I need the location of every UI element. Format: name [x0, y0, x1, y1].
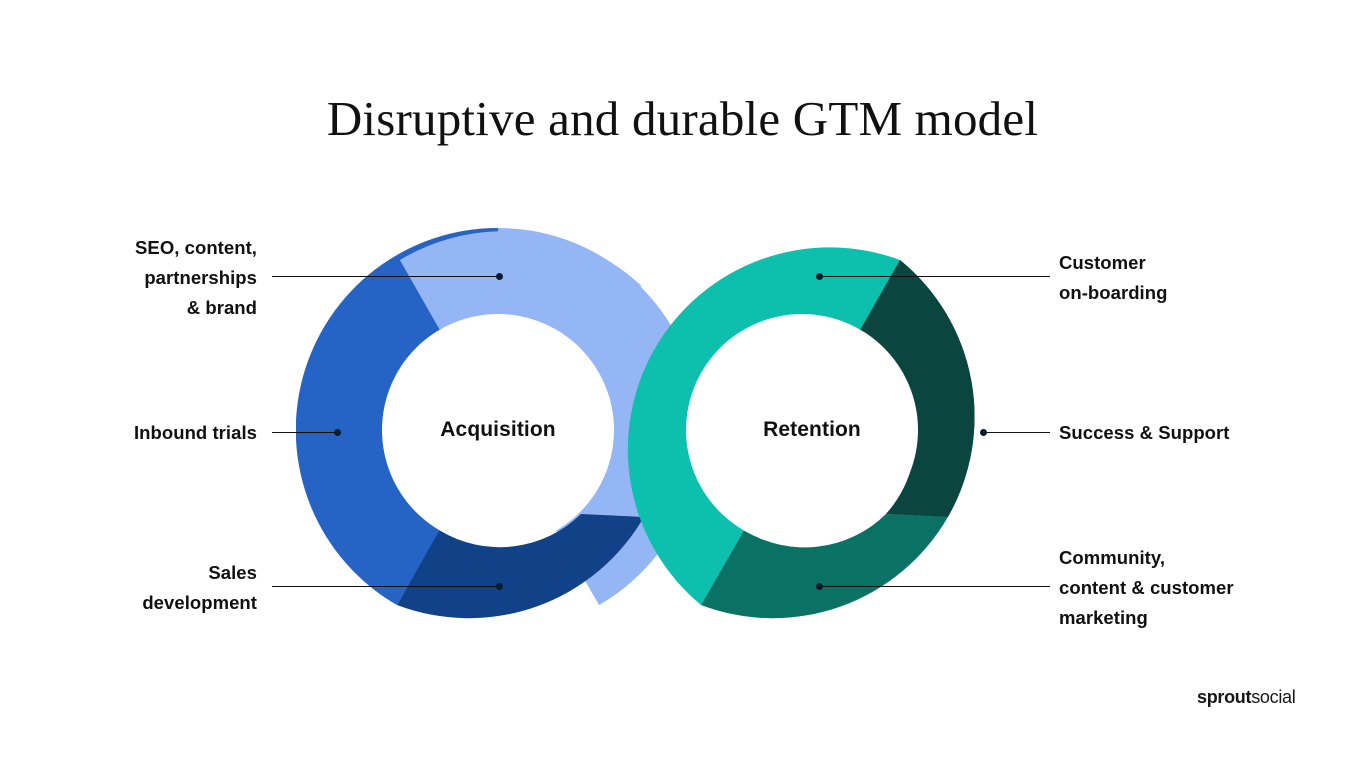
- donut-rings-svg: [296, 228, 975, 619]
- callout-line: marketing: [1059, 607, 1148, 629]
- leader-dot-success: [980, 429, 987, 436]
- callout-inbound-trials[interactable]: Inbound trials: [134, 418, 257, 448]
- ring-label-acquisition: Acquisition: [440, 418, 556, 441]
- callout-success-and-support[interactable]: Success & Support: [1059, 418, 1229, 448]
- leader-line-sales: [272, 586, 500, 587]
- callout-line: on-boarding: [1059, 282, 1168, 304]
- leader-dot-inbound: [334, 429, 341, 436]
- leader-line-inbound: [272, 432, 339, 433]
- ring-retention: [627, 247, 975, 619]
- ring-acquisition: [296, 228, 701, 619]
- callout-line: development: [142, 592, 257, 614]
- callout-line: Customer: [1059, 252, 1146, 273]
- callout-sales-development[interactable]: Sales development: [142, 558, 257, 618]
- leader-line-success: [984, 432, 1050, 433]
- page-title: Disruptive and durable GTM model: [326, 91, 1039, 146]
- callout-line: SEO, content,: [135, 237, 257, 258]
- segment-community-content[interactable]: [701, 514, 948, 619]
- callout-line: partnerships: [144, 267, 257, 289]
- callout-community-content-customer-marketing[interactable]: Community, content & customer marketing: [1059, 543, 1234, 633]
- callout-line: Inbound trials: [133, 422, 257, 443]
- segment-customer-onboarding[interactable]: [627, 247, 900, 605]
- callout-line: content & customer: [1059, 577, 1234, 599]
- logo-word-social: social: [1251, 687, 1296, 707]
- leader-dot-seo: [496, 273, 503, 280]
- leader-dot-sales: [496, 583, 503, 590]
- callout-line: Success & Support: [1059, 422, 1230, 443]
- callout-line: Community,: [1059, 547, 1166, 568]
- leader-line-onboarding: [820, 276, 1050, 277]
- callout-seo-content-partnerships-brand[interactable]: SEO, content, partnerships & brand: [135, 233, 257, 323]
- segment-success-support-body[interactable]: [857, 260, 975, 517]
- leader-dot-onboarding: [816, 273, 823, 280]
- leader-dot-community: [816, 583, 823, 590]
- ring-label-retention: Retention: [763, 418, 861, 441]
- callout-line: Sales: [208, 562, 257, 583]
- callout-customer-on-boarding[interactable]: Customer on-boarding: [1059, 248, 1167, 308]
- ring-retention-hole: [686, 314, 918, 546]
- double-donut-graphic: [296, 228, 1004, 632]
- sprout-social-logo: sproutsocial: [1197, 687, 1296, 708]
- ring-acquisition-hole: [382, 314, 614, 546]
- leader-line-seo: [272, 276, 500, 277]
- leader-line-community: [820, 586, 1050, 587]
- logo-word-sprout: sprout: [1197, 687, 1252, 707]
- callout-line: & brand: [186, 297, 257, 319]
- segment-sales-development[interactable]: [397, 514, 644, 619]
